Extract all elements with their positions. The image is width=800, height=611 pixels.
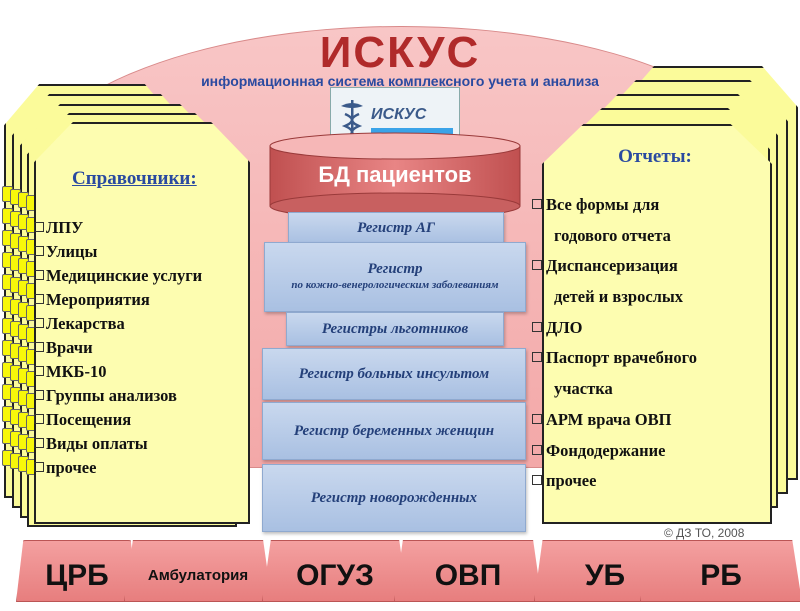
registry-label: Регистр новорожденных [310, 489, 478, 506]
facility-tab-ambulatory[interactable]: Амбулатория [124, 540, 272, 602]
checkbox-bullet-icon [34, 390, 44, 400]
reference-item-label: Мероприятия [46, 290, 150, 309]
facility-tab-oguz[interactable]: ОГУЗ [262, 540, 408, 602]
reference-item: Врачи [34, 336, 249, 360]
system-subtitle: информационная система комплексного учет… [201, 74, 599, 89]
report-item: Диспансеризация [532, 251, 772, 282]
reference-item: Медицинские услуги [34, 264, 249, 288]
registry-skin-venereal: Регистр по кожно-венерологическим заболе… [264, 242, 526, 312]
registry-stroke-patients: Регистр больных инсультом [262, 348, 526, 400]
registry-label: Регистры льготников [321, 320, 469, 337]
checkbox-bullet-icon [34, 462, 44, 472]
reference-item: МКБ-10 [34, 360, 249, 384]
reference-item-label: Посещения [46, 410, 132, 429]
registry-label: Регистр АГ [357, 219, 435, 236]
checkbox-bullet-icon [34, 270, 44, 280]
reference-item-label: ЛПУ [46, 218, 84, 237]
checkbox-bullet-icon [532, 199, 542, 209]
checkbox-bullet-icon [532, 321, 542, 332]
checkbox-bullet-icon [532, 475, 542, 486]
reference-item: ЛПУ [34, 216, 249, 240]
report-item-label: Паспорт врачебного [546, 348, 697, 368]
checkbox-bullet-icon [34, 342, 44, 352]
registry-beneficiaries: Регистры льготников [286, 312, 504, 346]
reference-item: прочее [34, 456, 249, 480]
reference-item: Группы анализов [34, 384, 249, 408]
reference-item-label: Медицинские услуги [46, 266, 203, 285]
checkbox-bullet-icon [34, 246, 44, 256]
facility-label: ЦРБ [45, 559, 109, 592]
copyright: © ДЗ ТО, 2008 [664, 526, 745, 540]
reference-item-label: Виды оплаты [46, 434, 148, 453]
reference-item-label: МКБ-10 [46, 362, 107, 381]
checkbox-bullet-icon [34, 366, 44, 376]
facility-tab-rb[interactable]: РБ [640, 540, 800, 602]
report-item: Фондодержание [532, 436, 772, 467]
reference-item: Виды оплаты [34, 432, 249, 456]
reports-title: Отчеты: [618, 146, 692, 167]
report-item-label: АРМ врача ОВП [546, 409, 672, 429]
checkbox-bullet-icon [532, 413, 542, 424]
report-item-continuation: участка [554, 379, 613, 399]
reference-item-label: Улицы [46, 242, 98, 261]
patients-database-cylinder [269, 132, 521, 220]
report-item: ДЛО [532, 313, 772, 344]
checkbox-bullet-icon [34, 318, 44, 328]
checkbox-bullet-icon [532, 260, 542, 271]
report-item: прочее [532, 466, 772, 497]
registry-newborns: Регистр новорожденных [262, 464, 526, 532]
references-title: Справочники: [72, 168, 197, 189]
reference-item: Мероприятия [34, 288, 249, 312]
facility-label: РБ [700, 559, 742, 592]
facility-label: Амбулатория [147, 567, 249, 584]
report-item-label: Все формы для [546, 195, 660, 214]
report-item-label: прочее [546, 471, 597, 491]
checkbox-bullet-icon [34, 414, 44, 424]
report-item-continuation: детей и взрослых [554, 287, 684, 307]
reference-item-label: прочее [46, 458, 97, 477]
facility-label: ОВП [434, 559, 502, 592]
registry-label: Регистр беременных женщин [293, 422, 495, 439]
report-item: Паспорт врачебного [532, 343, 772, 374]
reference-item-label: Врачи [46, 338, 93, 357]
reference-item-label: Группы анализов [46, 386, 177, 405]
logo-title: ИСКУС [371, 106, 427, 123]
logo-stripe [371, 128, 453, 137]
reference-item-label: Лекарства [46, 314, 125, 333]
registry-label: Регистр [367, 261, 423, 277]
checkbox-bullet-icon [532, 352, 542, 363]
registry-pregnant-women: Регистр беременных женщин [262, 402, 526, 460]
system-title: ИСКУС [319, 28, 481, 77]
checkbox-bullet-icon [34, 222, 44, 232]
report-item-continuation: годового отчета [554, 225, 671, 245]
report-item: АРМ врача ОВП [532, 405, 772, 436]
reference-item: Посещения [34, 408, 249, 432]
facility-tab-crb[interactable]: ЦРБ [16, 540, 138, 602]
reports-book [542, 124, 772, 524]
report-item-label: Диспансеризация [546, 256, 678, 276]
checkbox-bullet-icon [34, 294, 44, 304]
report-item-label: Фондодержание [546, 440, 666, 460]
registry-sublabel: по кожно-венерологическим заболеваниям [291, 279, 499, 291]
database-label: БД пациентов [318, 162, 472, 187]
references-book [34, 122, 250, 524]
checkbox-bullet-icon [532, 444, 542, 455]
checkbox-bullet-icon [34, 438, 44, 448]
registry-ag: Регистр АГ [288, 212, 504, 244]
facility-tab-ovp[interactable]: ОВП [394, 540, 542, 602]
registry-label: Регистр больных инсультом [298, 365, 490, 382]
reference-item: Лекарства [34, 312, 249, 336]
report-item: Все формы для [532, 190, 772, 221]
reference-item: Улицы [34, 240, 249, 264]
facility-label: ОГУЗ [296, 559, 374, 592]
report-item-label: ДЛО [546, 317, 583, 337]
facility-label: УБ [584, 559, 626, 592]
